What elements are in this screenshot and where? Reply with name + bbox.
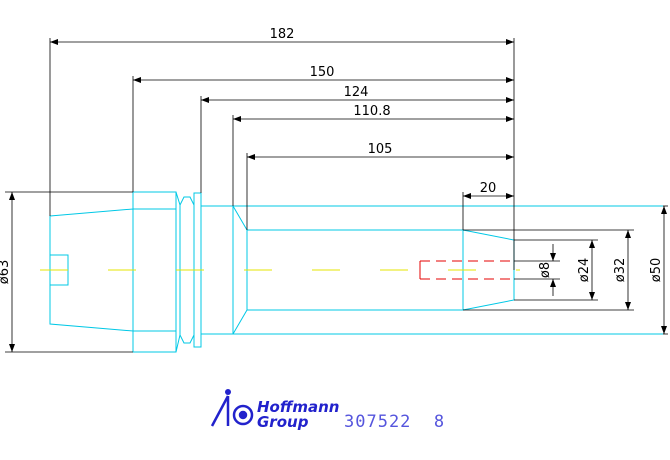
dim-dia-63: ø63 bbox=[0, 260, 12, 285]
v-groove bbox=[175, 191, 181, 353]
dim-dia-32: ø32 bbox=[613, 258, 628, 283]
hoffmann-logo-icon bbox=[210, 389, 254, 427]
logo-line1: Hoffmann bbox=[257, 398, 339, 416]
dim-dia-50: ø50 bbox=[649, 258, 664, 283]
dim-124: 124 bbox=[344, 85, 369, 100]
dim-110-8: 110.8 bbox=[353, 104, 390, 119]
dim-150: 150 bbox=[310, 65, 335, 80]
dim-105: 105 bbox=[368, 142, 393, 157]
dim-20: 20 bbox=[480, 181, 497, 196]
dim-182: 182 bbox=[270, 27, 295, 42]
tool-holder-outline bbox=[49, 191, 663, 353]
dimensions bbox=[5, 38, 668, 353]
hoffmann-logo: Hoffmann Group bbox=[210, 389, 339, 431]
dim-dia-8: ø8 bbox=[538, 262, 553, 278]
neck bbox=[200, 205, 234, 335]
flange bbox=[132, 191, 177, 353]
logo-line2: Group bbox=[257, 413, 309, 431]
dim-dia-24: ø24 bbox=[577, 258, 592, 283]
part-number: 307522 8 bbox=[344, 412, 445, 432]
